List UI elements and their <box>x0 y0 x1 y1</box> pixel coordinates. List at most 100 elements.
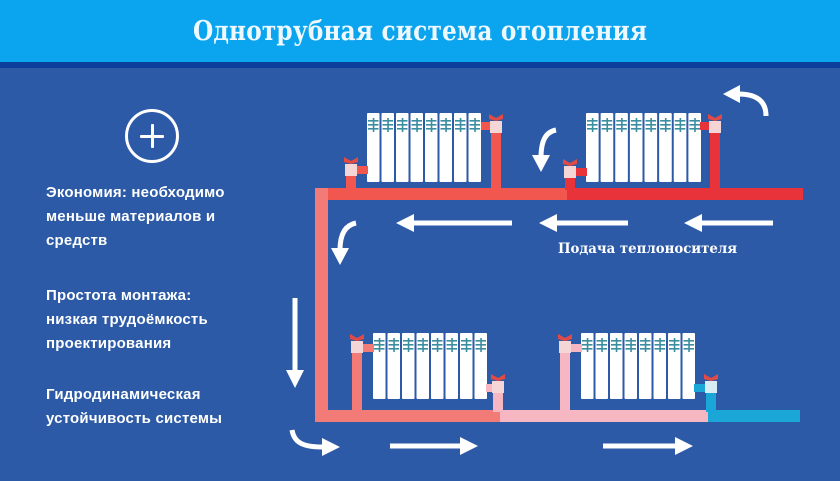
radiator-fin <box>650 118 652 132</box>
radiator-riser <box>710 126 720 196</box>
valve-body <box>345 164 357 176</box>
arrow-head <box>675 437 693 455</box>
benefit-economy: Экономия: необходимо меньше материалов и… <box>46 181 225 253</box>
radiator-riser <box>346 175 356 189</box>
arrow-head <box>684 214 702 232</box>
radiator-fin <box>679 118 682 132</box>
radiator-connector <box>694 384 706 392</box>
supply-pipe-hot <box>565 188 803 200</box>
radiator-fin <box>659 338 661 352</box>
valve-body <box>490 121 502 133</box>
return-pipe-cold <box>708 410 800 422</box>
benefit-line: устойчивость системы <box>46 410 223 427</box>
valve-body <box>492 381 504 393</box>
arrow-head <box>322 438 340 456</box>
radiator-fin <box>422 338 424 352</box>
radiator-fin <box>615 338 618 352</box>
radiator-fin <box>606 118 609 132</box>
radiator-section <box>381 113 394 182</box>
radiator-connector <box>700 122 712 130</box>
radiator-fin <box>416 118 418 132</box>
benefit-hydrodynamic-stability: Гидродинамическая устойчивость системы <box>46 383 222 431</box>
supply-pipe-warm <box>315 188 567 200</box>
radiator-fin <box>451 338 453 352</box>
radiator-fin <box>474 118 476 132</box>
radiator-riser <box>491 126 501 196</box>
arrow-head <box>723 85 740 103</box>
radiator-fin <box>688 338 690 352</box>
radiator-fin <box>630 338 632 352</box>
radiator-section <box>586 113 599 182</box>
radiator-fin <box>635 118 638 132</box>
benefit-line: Гидродинамическая <box>46 386 201 403</box>
header-divider <box>0 62 840 68</box>
radiator-fin <box>407 338 410 352</box>
radiator-section <box>367 113 380 182</box>
radiators <box>344 113 722 412</box>
pipes <box>315 188 803 422</box>
valve-handle-icon <box>491 374 505 381</box>
radiator-riser <box>493 392 503 412</box>
valve-handle-icon <box>558 334 572 341</box>
curved-arrow-icon <box>289 429 323 450</box>
curved-arrow-icon <box>538 127 557 159</box>
benefit-line: меньше материалов и <box>46 208 216 225</box>
benefit-line: проектирования <box>46 335 172 352</box>
benefit-line: низкая трудоёмкость <box>46 311 208 328</box>
radiator-connector <box>568 344 582 352</box>
valve-body <box>559 341 571 353</box>
radiator-connector <box>356 166 368 174</box>
radiator-fin <box>673 338 676 352</box>
radiator-fin <box>586 338 589 352</box>
radiator-section <box>396 113 409 182</box>
radiator-fin <box>401 118 404 132</box>
radiator-fin <box>591 118 594 132</box>
benefit-line: Простота монтажа: <box>46 287 192 304</box>
valve-handle-icon <box>344 157 358 164</box>
radiator-section <box>615 113 628 182</box>
radiator-fin <box>465 338 468 352</box>
radiator-section <box>410 113 423 182</box>
valve-body <box>564 166 576 178</box>
curved-arrow-icon <box>737 91 769 117</box>
valve-handle-icon <box>489 114 503 121</box>
arrow-head <box>286 370 304 388</box>
flow-arrows <box>286 85 773 456</box>
radiator-connector <box>360 344 374 352</box>
radiator-connector <box>486 384 496 392</box>
return-pipe-cool <box>500 410 710 422</box>
valve-body <box>709 121 721 133</box>
radiator-riser <box>565 176 575 190</box>
riser-pipe <box>315 188 328 422</box>
radiator-section <box>688 113 701 182</box>
radiator-fin <box>430 118 433 132</box>
valve-body <box>351 341 363 353</box>
curved-arrow-icon <box>337 220 357 251</box>
supply-label: Подача теплоносителя <box>558 241 738 257</box>
radiator-riser <box>352 348 362 412</box>
radiator-connector <box>481 122 493 130</box>
arrow-head <box>539 214 557 232</box>
radiator-fin <box>393 338 395 352</box>
radiator-fin <box>694 118 696 132</box>
radiator-riser <box>560 348 570 412</box>
radiator-fin <box>387 118 389 132</box>
radiator-fin <box>480 338 482 352</box>
radiator-section <box>659 113 672 182</box>
benefit-line: Экономия: необходимо <box>46 184 225 201</box>
benefit-simple-install: Простота монтажа: низкая трудоёмкость пр… <box>46 284 208 356</box>
arrow-head <box>396 214 414 232</box>
radiator-section <box>454 113 467 182</box>
header-banner: Однотрубная система отопления <box>0 0 840 62</box>
radiator-fin <box>372 118 375 132</box>
page-title: Однотрубная система отопления <box>192 15 648 47</box>
arrow-head <box>532 155 550 172</box>
radiator-fin <box>621 118 623 132</box>
radiator-fin <box>644 338 647 352</box>
radiator-section <box>600 113 614 182</box>
valve-handle-icon <box>708 114 722 121</box>
benefit-line: средств <box>46 232 108 249</box>
arrow-head <box>331 248 349 265</box>
radiator-section <box>468 113 481 182</box>
valve-handle-icon <box>704 374 718 381</box>
